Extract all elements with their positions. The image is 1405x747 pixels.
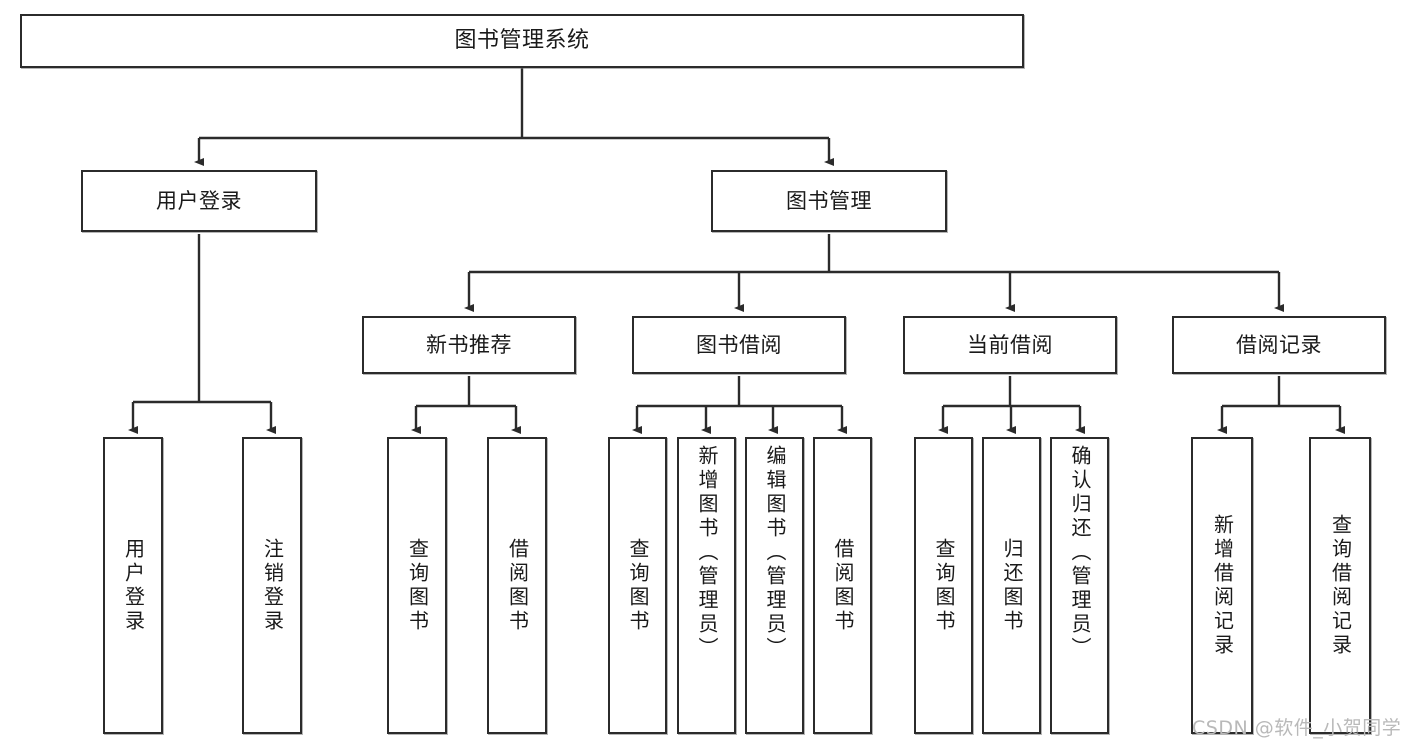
node-leaf-borrow-book-recommendation[interactable]: 借阅图书 [487, 437, 547, 734]
node-leaf-add-book-admin[interactable]: 新增图书（管理员） [677, 437, 736, 734]
node-label: 图书借阅 [696, 332, 782, 357]
csdn-watermark: CSDN @软件_小贺同学 [1192, 717, 1402, 739]
node-label: 查询图书 [932, 537, 956, 634]
node-label: 借阅图书 [505, 537, 530, 634]
node-leaf-query-book-current[interactable]: 查询图书 [914, 437, 973, 734]
node-leaf-query-borrow-record[interactable]: 查询借阅记录 [1309, 437, 1371, 734]
node-new-book-recommendation[interactable]: 新书推荐 [362, 316, 576, 374]
node-label: 用户登录 [156, 188, 242, 213]
node-label: 图书管理 [786, 188, 872, 213]
node-user-login[interactable]: 用户登录 [81, 170, 317, 232]
node-label: 用户登录 [121, 537, 146, 634]
node-label: 查询图书 [405, 537, 430, 634]
node-label: 借阅记录 [1236, 332, 1322, 357]
node-label: 注销登录 [260, 537, 285, 634]
node-root-book-management-system[interactable]: 图书管理系统 [20, 14, 1024, 68]
node-leaf-query-book-recommendation[interactable]: 查询图书 [387, 437, 447, 734]
node-leaf-query-book-borrowing[interactable]: 查询图书 [608, 437, 667, 734]
node-leaf-add-borrow-record[interactable]: 新增借阅记录 [1191, 437, 1253, 734]
node-label: 新增借阅记录 [1210, 513, 1235, 658]
node-book-management[interactable]: 图书管理 [711, 170, 947, 232]
node-label: 确认归还（管理员） [1068, 445, 1092, 661]
node-leaf-confirm-return-admin[interactable]: 确认归还（管理员） [1050, 437, 1109, 734]
node-borrow-record[interactable]: 借阅记录 [1172, 316, 1386, 374]
node-leaf-return-book[interactable]: 归还图书 [982, 437, 1041, 734]
node-leaf-user-login[interactable]: 用户登录 [103, 437, 163, 734]
node-book-borrowing[interactable]: 图书借阅 [632, 316, 846, 374]
node-label: 编辑图书（管理员） [763, 445, 787, 661]
node-current-borrowing[interactable]: 当前借阅 [903, 316, 1117, 374]
node-label: 当前借阅 [967, 332, 1053, 357]
node-label: 查询借阅记录 [1328, 513, 1353, 658]
node-label: 归还图书 [1000, 537, 1024, 634]
node-label: 新增图书（管理员） [695, 445, 719, 661]
node-label: 查询图书 [626, 537, 650, 634]
node-leaf-logout[interactable]: 注销登录 [242, 437, 302, 734]
node-leaf-borrow-book-borrowing[interactable]: 借阅图书 [813, 437, 872, 734]
node-label: 借阅图书 [831, 537, 855, 634]
node-leaf-edit-book-admin[interactable]: 编辑图书（管理员） [745, 437, 804, 734]
node-label: 图书管理系统 [454, 28, 590, 54]
node-label: 新书推荐 [426, 332, 512, 357]
